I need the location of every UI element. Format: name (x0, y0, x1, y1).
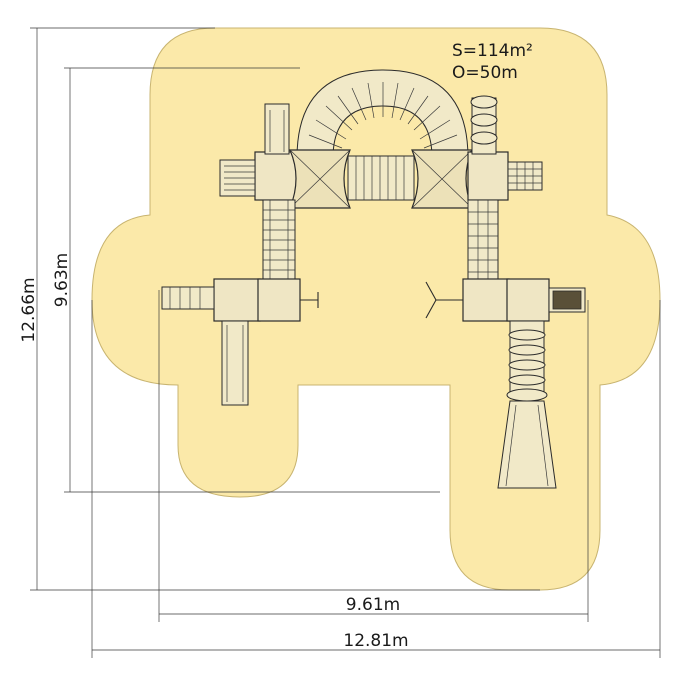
perimeter-label: O=50m (452, 63, 518, 83)
platform-lower-right-a (462, 278, 510, 322)
slide-lower-left (221, 320, 249, 406)
platform-lower-right-b (506, 278, 550, 322)
ladder-right (467, 199, 499, 281)
structure-height-label: 9.63m (52, 253, 72, 307)
platform-lower-left-a (213, 278, 261, 322)
play-structure (161, 69, 586, 489)
total-width-label: 12.81m (343, 631, 408, 651)
rope-bridge (347, 155, 415, 201)
ladder-lower-left (161, 286, 215, 310)
platform-lower-left-b (257, 278, 301, 322)
dimension-lines (30, 27, 661, 658)
slide-exit-right (497, 400, 557, 489)
tube-top-right (470, 95, 498, 155)
slide-top-left (264, 103, 290, 155)
total-height-label: 12.66m (19, 277, 39, 342)
structure-width-label: 9.61m (346, 595, 400, 615)
area-label: S=114m² (452, 41, 533, 61)
tube-slide-right (506, 320, 548, 402)
